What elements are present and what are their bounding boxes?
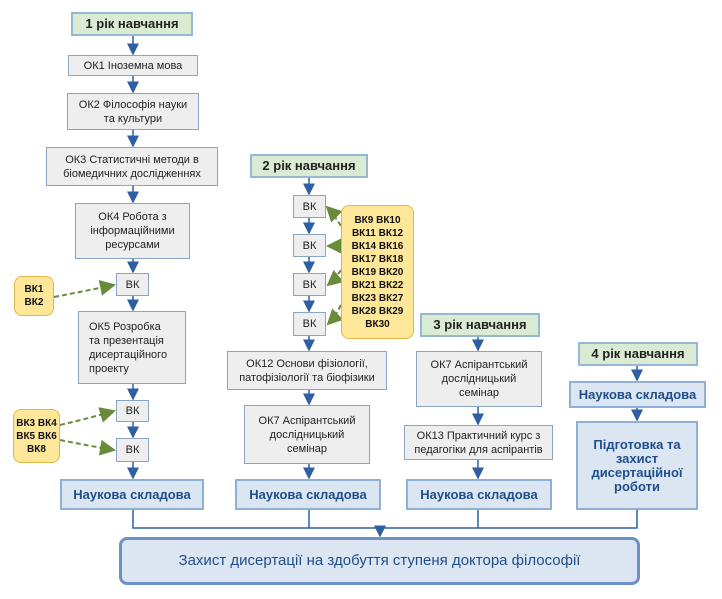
year-3-header: 3 рік навчання [420,313,540,337]
year-1-header: 1 рік навчання [71,12,193,36]
elective-dashed-arrows [53,205,344,456]
year-1-label: 1 рік навчання [85,16,179,31]
course-ok7-y2: ОК7 Аспірантський дослідницький семінар [244,405,370,464]
elective-slot-2b: ВК [293,234,326,257]
elective-slot-2d: ВК [293,312,326,336]
flow-arrows [127,36,643,538]
year-4-header: 4 рік навчання [578,342,698,366]
dissertation-defense-box: Захист дисертації на здобуття ступеня до… [119,537,640,585]
science-component-y1: Наукова складова [60,479,204,510]
science-component-y4: Наукова складова [569,381,706,408]
course-ok7-y3: ОК7 Аспірантський дослідницький семінар [416,351,542,407]
elective-slot-1c: ВК [116,438,149,462]
elective-slot-1b: ВК [116,400,149,422]
course-ok3: ОК3 Статистичні методи в біомедичних дос… [46,147,218,186]
course-ok4: ОК4 Робота з інформаційними ресурсами [75,203,190,259]
science-component-y3: Наукова складова [406,479,552,510]
course-ok5: ОК5 Розробка та презентація дисертаційно… [78,311,186,384]
year-3-label: 3 рік навчання [433,317,527,332]
elective-list-y1-b: ВК3 ВК4 ВК5 ВК6 ВК8 [13,409,60,463]
science-component-y2: Наукова складова [235,479,381,510]
year-2-header: 2 рік навчання [250,154,368,178]
course-ok2: ОК2 Філософія науки та культури [67,93,199,130]
dissertation-prep-box: Підготовка та захист дисертаційної робот… [576,421,698,510]
elective-list-y2: ВК9 ВК10 ВК11 ВК12 ВК14 ВК16 ВК17 ВК18 В… [341,205,414,339]
course-ok12: ОК12 Основи фізіології, патофізіології т… [227,351,387,390]
elective-list-y1-a: ВК1 ВК2 [14,276,54,316]
dissertation-defense-label: Захист дисертації на здобуття ступеня до… [178,552,581,569]
elective-slot-1a: ВК [116,273,149,296]
elective-slot-2c: ВК [293,273,326,296]
year-2-label: 2 рік навчання [262,158,356,173]
course-ok13: ОК13 Практичний курс з педагогіки для ас… [404,425,553,460]
elective-slot-2a: ВК [293,195,326,218]
course-ok1: ОК1 Іноземна мова [68,55,198,76]
year-4-label: 4 рік навчання [591,346,685,361]
